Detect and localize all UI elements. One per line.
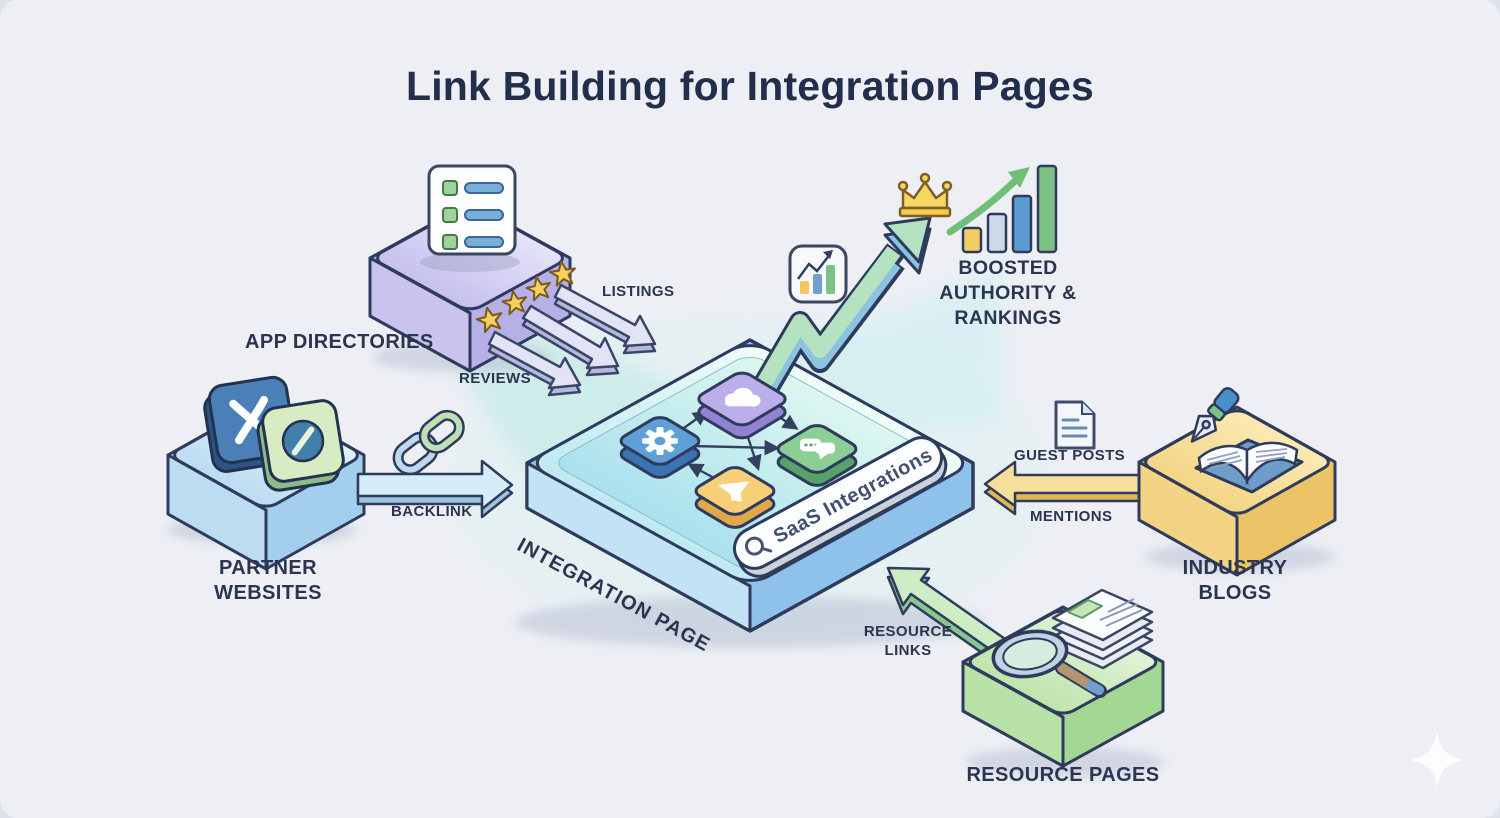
industry-blogs-line1: INDUSTRY: [1182, 557, 1288, 579]
magnifier-icon: [991, 629, 1107, 698]
outcome-line1: BOOSTED: [958, 257, 1058, 279]
sparkle-icon: [1409, 730, 1465, 788]
partner-websites-label: PARTNER WEBSITES: [180, 556, 356, 606]
reviews-label: REVIEWS: [459, 370, 531, 387]
gear-app-tile-icon: [616, 415, 704, 481]
ranking-bar-chart-icon: [961, 164, 1058, 254]
backlink-label: BACKLINK: [391, 503, 473, 520]
partner-websites-line2: WEBSITES: [214, 582, 322, 604]
industry-blogs-label: INDUSTRY BLOGS: [1145, 556, 1325, 606]
listings-reviews-arrows: [487, 283, 657, 397]
page-title: Link Building for Integration Pages: [405, 63, 1095, 109]
app-directories-label: APP DIRECTORIES: [245, 331, 434, 353]
link-app-tile-icon: [256, 399, 345, 492]
document-icon: [1054, 400, 1096, 450]
guest-posts-arrow: [983, 460, 1142, 516]
mentions-label: MENTIONS: [1030, 508, 1113, 525]
resource-pages-label: RESOURCE PAGES: [966, 764, 1160, 786]
resource-links-line2: LINKS: [884, 642, 932, 659]
outcome-line2: AUTHORITY &: [939, 282, 1077, 304]
chat-app-tile-icon: [773, 423, 861, 489]
backlink-arrow: [356, 459, 514, 519]
open-book-icon: [1194, 438, 1304, 494]
listings-label: LISTINGS: [602, 283, 675, 300]
guest-posts-label: GUEST POSTS: [1014, 447, 1126, 464]
funnel-app-tile-icon: [691, 465, 779, 531]
growth-swoosh-icon: [946, 167, 1030, 236]
resource-links-label: RESOURCE LINKS: [848, 622, 968, 660]
crown-icon: [897, 172, 953, 218]
outcome-line3: RANKINGS: [954, 307, 1062, 329]
industry-blogs-line2: BLOGS: [1198, 582, 1272, 604]
cloud-app-tile-icon: [694, 370, 790, 441]
chain-link-icon: [392, 409, 465, 476]
checklist-card-icon: [427, 164, 517, 256]
resource-links-line1: RESOURCE: [863, 623, 953, 640]
outcome-label: BOOSTED AUTHORITY & RANKINGS: [898, 256, 1118, 331]
trend-card-icon: [788, 244, 848, 304]
ground-shadows: [167, 342, 1335, 777]
search-icon: [744, 536, 773, 556]
big-growth-arrow: [742, 216, 932, 422]
fountain-pen-icon: [1190, 387, 1240, 443]
paper-stack-icon: [1051, 588, 1154, 670]
partner-websites-line1: PARTNER: [219, 557, 317, 579]
